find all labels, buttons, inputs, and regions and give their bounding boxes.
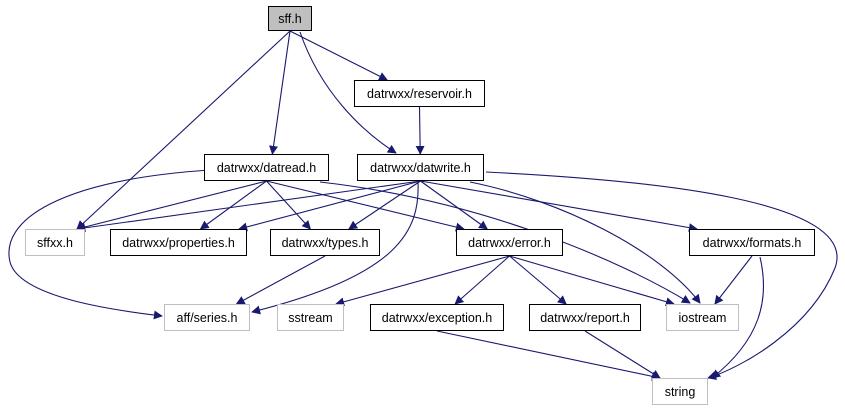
node-string: string bbox=[652, 378, 708, 405]
edge-datwrite-h-to-types-h bbox=[348, 180, 421, 230]
edge-datread-h-to-sffxx-h bbox=[76, 180, 267, 232]
edge-error-h-to-sstream bbox=[335, 255, 510, 307]
edge-exception-h-to-string bbox=[436, 330, 661, 381]
edge-reservoir-h-to-datwrite-h bbox=[415, 106, 425, 155]
node-exception-h[interactable]: datrwxx/exception.h bbox=[370, 304, 504, 331]
edge-datread-h-to-types-h bbox=[266, 180, 311, 230]
edge-datwrite-h-to-properties-h bbox=[238, 180, 421, 232]
node-datread-h[interactable]: datrwxx/datread.h bbox=[204, 154, 329, 181]
edge-error-h-to-iostream bbox=[509, 255, 675, 307]
edge-datwrite-h-to-string bbox=[485, 171, 838, 380]
edge-formats-h-to-string bbox=[711, 256, 765, 379]
edge-sff-h-to-reservoir-h bbox=[289, 30, 388, 81]
node-properties-h[interactable]: datrwxx/properties.h bbox=[110, 229, 247, 256]
edge-datread-h-to-properties-h bbox=[199, 180, 267, 230]
edge-report-h-to-string bbox=[584, 330, 661, 379]
edge-datwrite-h-to-sffxx-h bbox=[76, 180, 421, 233]
edge-sff-h-to-datread-h bbox=[269, 30, 291, 155]
node-reservoir-h[interactable]: datrwxx/reservoir.h bbox=[354, 80, 485, 107]
edge-datread-h-to-error-h bbox=[266, 180, 465, 232]
edge-sff-h-to-sffxx-h bbox=[76, 30, 291, 230]
node-iostream: iostream bbox=[666, 304, 739, 331]
node-sff-h: sff.h bbox=[268, 6, 312, 31]
edge-datwrite-h-to-formats-h bbox=[420, 180, 698, 233]
node-report-h[interactable]: datrwxx/report.h bbox=[529, 304, 641, 331]
edge-datwrite-h-to-iostream bbox=[469, 181, 701, 304]
node-aff-series-h: aff/series.h bbox=[164, 304, 250, 331]
edge-error-h-to-exception-h bbox=[454, 255, 510, 305]
edge-types-h-to-series-h bbox=[235, 255, 326, 305]
node-formats-h[interactable]: datrwxx/formats.h bbox=[689, 229, 815, 256]
edge-error-h-to-report-h bbox=[509, 255, 567, 305]
edge-sff-h-to-datwrite-h bbox=[299, 31, 397, 154]
edge-formats-h-to-iostream bbox=[714, 255, 753, 305]
node-sffxx-h: sffxx.h bbox=[25, 229, 85, 256]
node-datwrite-h[interactable]: datrwxx/datwrite.h bbox=[357, 154, 484, 181]
edge-datwrite-h-to-series-h bbox=[251, 181, 419, 315]
node-types-h[interactable]: datrwxx/types.h bbox=[270, 229, 380, 256]
edge-datread-h-to-series-h bbox=[8, 169, 211, 320]
edge-datwrite-h-to-error-h bbox=[420, 180, 488, 230]
node-sstream: sstream bbox=[277, 304, 344, 331]
node-error-h[interactable]: datrwxx/error.h bbox=[456, 229, 563, 256]
